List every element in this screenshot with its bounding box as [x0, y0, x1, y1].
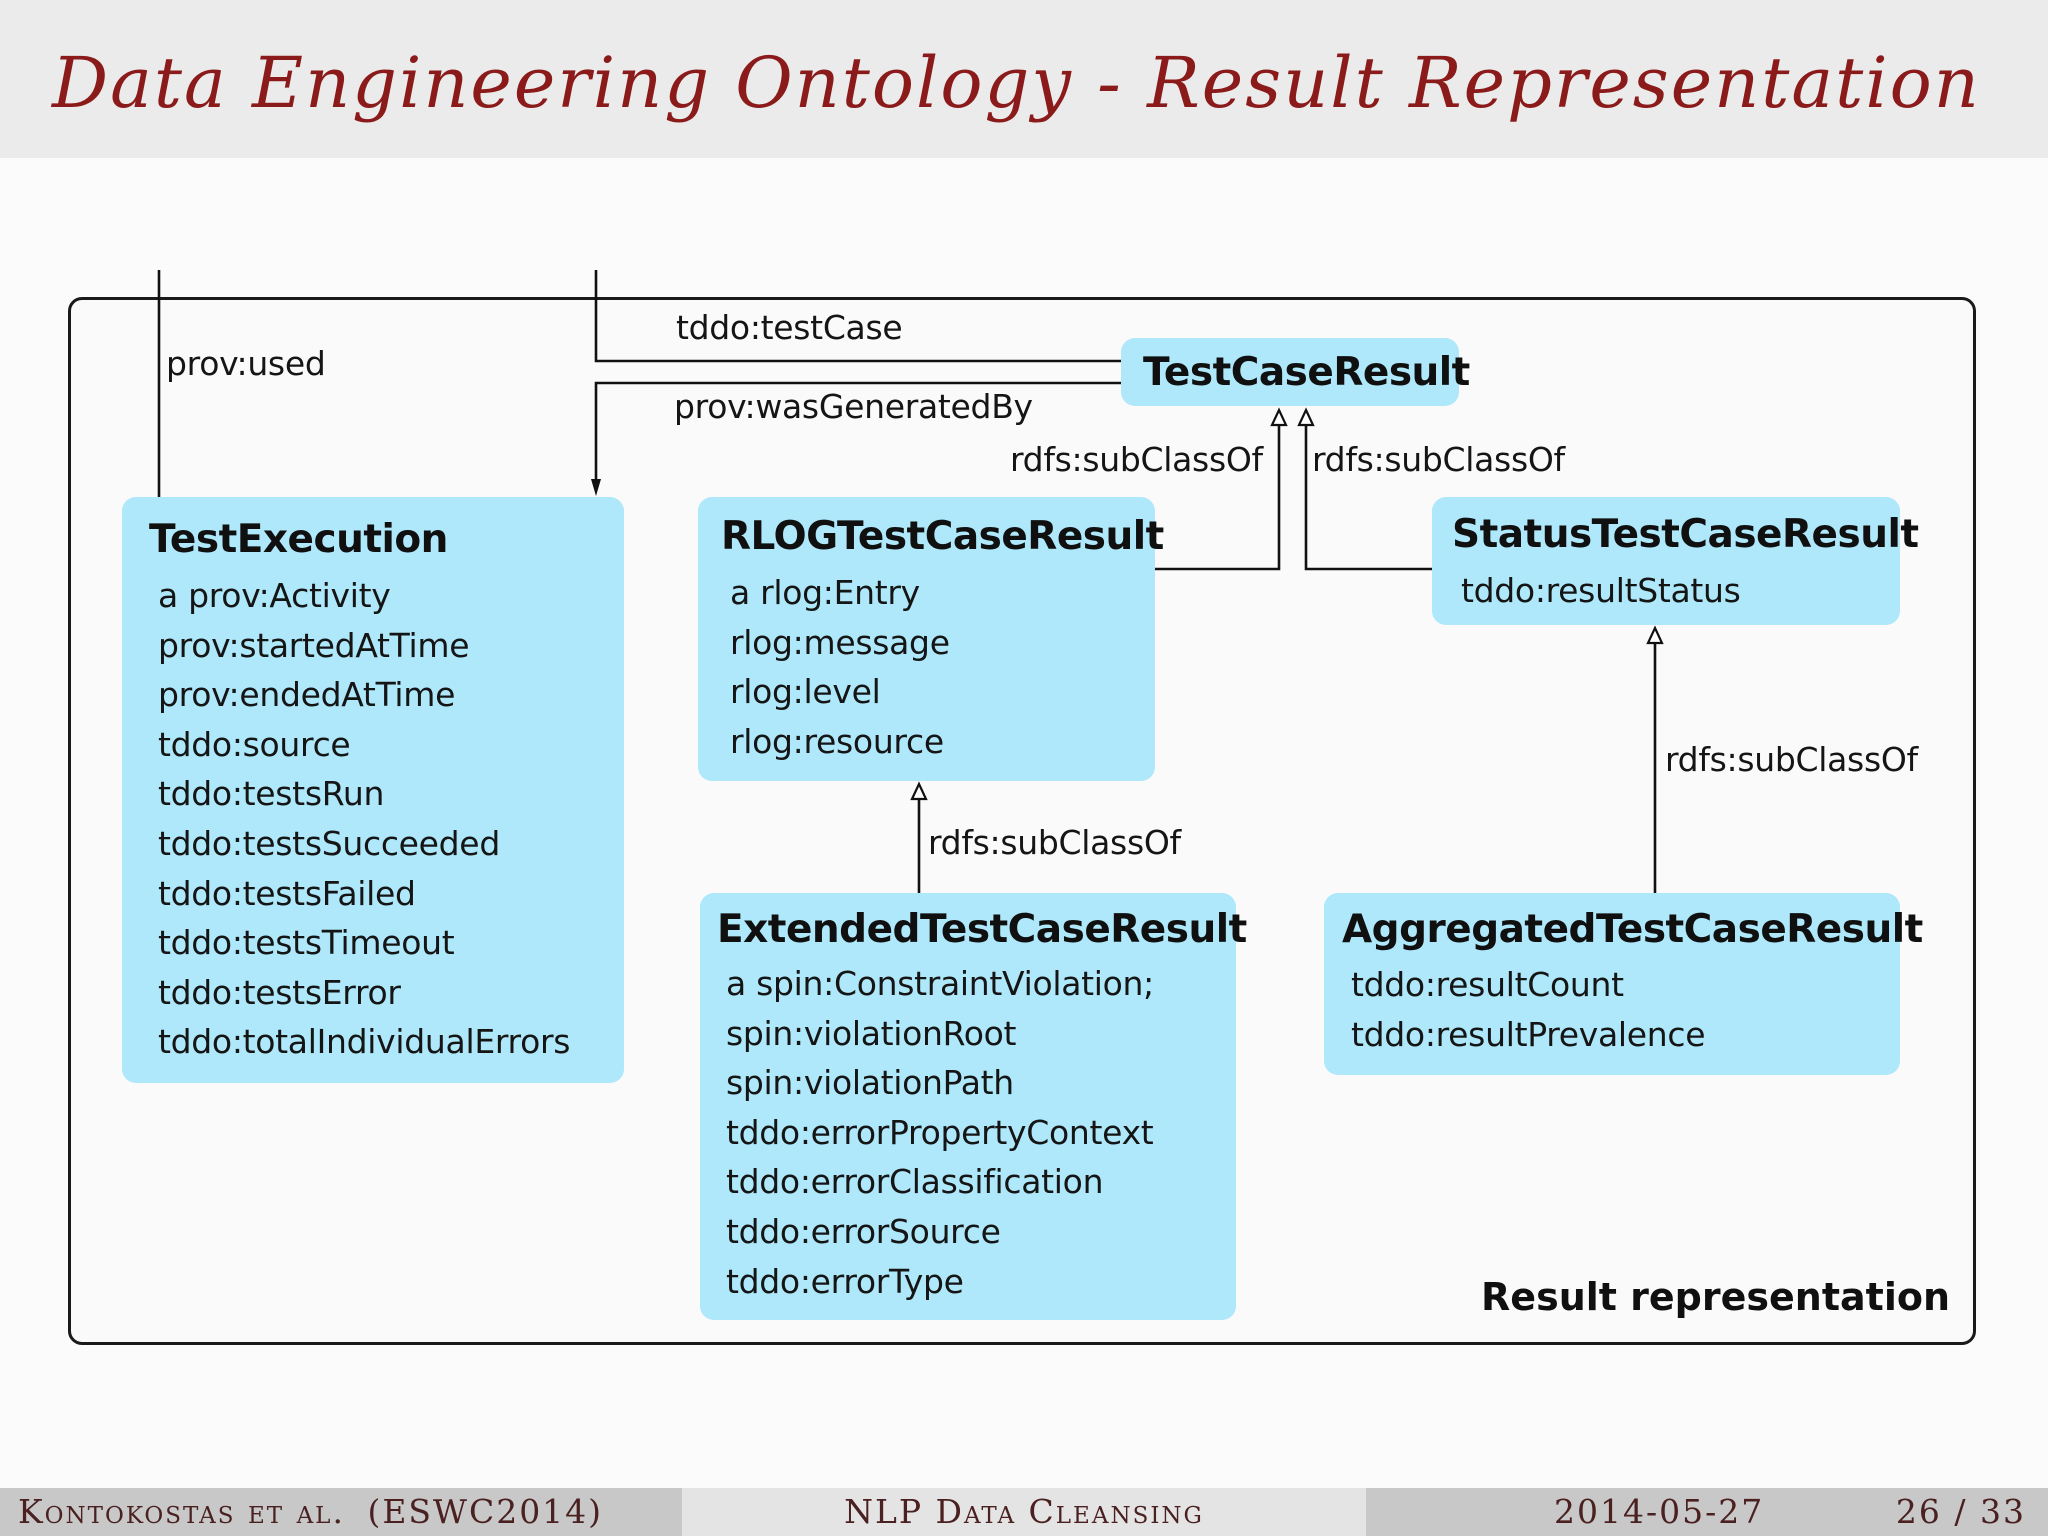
title-bar: Data Engineering Ontology - Result Repre…	[0, 0, 2048, 158]
footer-venue: (ESWC2014)	[367, 1492, 604, 1531]
edge-status-subclass	[1304, 411, 1432, 571]
attribute: prov:endedAtTime	[158, 675, 456, 715]
edge-label-aggregated-subclass: rdfs:subClassOf	[1665, 740, 1918, 779]
class-rlog-test-case-result: RLOGTestCaseResult a rlog:Entry rlog:mes…	[698, 497, 1164, 781]
attribute: rlog:level	[730, 672, 881, 712]
attribute: tddo:errorClassification	[726, 1162, 1104, 1202]
footer-left: Kontokostas et al. (ESWC2014)	[0, 1488, 682, 1536]
attribute: a spin:ConstraintViolation;	[726, 964, 1154, 1003]
footer-authors: Kontokostas et al.	[18, 1492, 345, 1531]
edge-tddo-testcase	[594, 270, 1121, 363]
class-name: TestCaseResult	[1143, 350, 1470, 395]
edge-label-prov-used: prov:used	[166, 344, 326, 383]
attribute: tddo:totalIndividualErrors	[158, 1022, 571, 1062]
attribute: a rlog:Entry	[730, 573, 920, 612]
class-extended-test-case-result: ExtendedTestCaseResult a spin:Constraint…	[700, 893, 1247, 1320]
attribute: prov:startedAtTime	[158, 625, 470, 665]
attribute: tddo:testsError	[158, 972, 401, 1012]
edge-prov-wasgeneratedby	[594, 381, 1121, 484]
footer-right: 2014-05-27 26 / 33	[1366, 1488, 2048, 1536]
attribute: rlog:message	[730, 622, 950, 662]
slide-title: Data Engineering Ontology - Result Repre…	[52, 42, 1981, 124]
footer-talk-title: NLP Data Cleansing	[844, 1492, 1204, 1531]
attribute-list: a spin:ConstraintViolation; spin:violati…	[726, 959, 1154, 1306]
arrowhead-rlog-subclass	[1270, 407, 1288, 427]
class-test-case-result: TestCaseResult	[1121, 338, 1470, 406]
class-aggregated-test-case-result: AggregatedTestCaseResult tddo:resultCoun…	[1324, 893, 1923, 1075]
arrowhead-extended-subclass	[910, 781, 928, 801]
attribute: tddo:testsFailed	[158, 873, 416, 913]
footer-page-number: 26 / 33	[1895, 1492, 2026, 1531]
edge-label-prov-wasgeneratedby: prov:wasGeneratedBy	[674, 387, 1033, 426]
footer: Kontokostas et al. (ESWC2014) NLP Data C…	[0, 1488, 2048, 1536]
footer-date: 2014-05-27	[1554, 1492, 1765, 1531]
attribute: spin:violationRoot	[726, 1013, 1017, 1053]
edge-label-tddo-testcase: tddo:testCase	[676, 308, 903, 347]
attribute-list: tddo:resultCount tddo:resultPrevalence	[1351, 960, 1706, 1059]
attribute: tddo:testsSucceeded	[158, 823, 500, 863]
attribute: tddo:errorPropertyContext	[726, 1112, 1154, 1152]
attribute-list: a prov:Activity prov:startedAtTime prov:…	[158, 571, 570, 1067]
edge-rlog-subclass	[1155, 411, 1281, 571]
attribute: spin:violationPath	[726, 1063, 1014, 1103]
attribute: tddo:errorType	[726, 1261, 964, 1301]
class-name: StatusTestCaseResult	[1452, 512, 1919, 557]
attribute: tddo:testsTimeout	[158, 923, 455, 963]
edge-label-extended-subclass: rdfs:subClassOf	[928, 823, 1181, 862]
edge-label-rlog-subclass: rdfs:subClassOf	[1010, 440, 1263, 479]
class-name: AggregatedTestCaseResult	[1342, 907, 1923, 952]
attribute: a prov:Activity	[158, 576, 391, 615]
arrowhead-status-subclass	[1297, 407, 1315, 427]
attribute-list: tddo:resultStatus	[1461, 566, 1741, 616]
attribute: tddo:resultStatus	[1461, 571, 1741, 610]
class-name: RLOGTestCaseResult	[721, 514, 1164, 559]
attribute: tddo:resultPrevalence	[1351, 1014, 1706, 1054]
footer-middle: NLP Data Cleansing	[682, 1488, 1366, 1536]
frame-label: Result representation	[1481, 1275, 1950, 1319]
attribute: rlog:resource	[730, 721, 944, 761]
edge-label-status-subclass: rdfs:subClassOf	[1312, 440, 1565, 479]
attribute: tddo:source	[158, 724, 351, 764]
arrowhead-wasgeneratedby	[591, 479, 601, 496]
attribute: tddo:errorSource	[726, 1211, 1001, 1251]
class-status-test-case-result: StatusTestCaseResult tddo:resultStatus	[1432, 497, 1919, 625]
class-test-execution: TestExecution a prov:Activity prov:start…	[122, 497, 624, 1083]
class-name: TestExecution	[149, 517, 448, 562]
attribute-list: a rlog:Entry rlog:message rlog:level rlo…	[730, 568, 950, 766]
class-name: ExtendedTestCaseResult	[717, 907, 1247, 952]
attribute: tddo:testsRun	[158, 774, 385, 814]
arrowhead-aggregated-subclass	[1646, 625, 1664, 645]
attribute: tddo:resultCount	[1351, 965, 1624, 1004]
